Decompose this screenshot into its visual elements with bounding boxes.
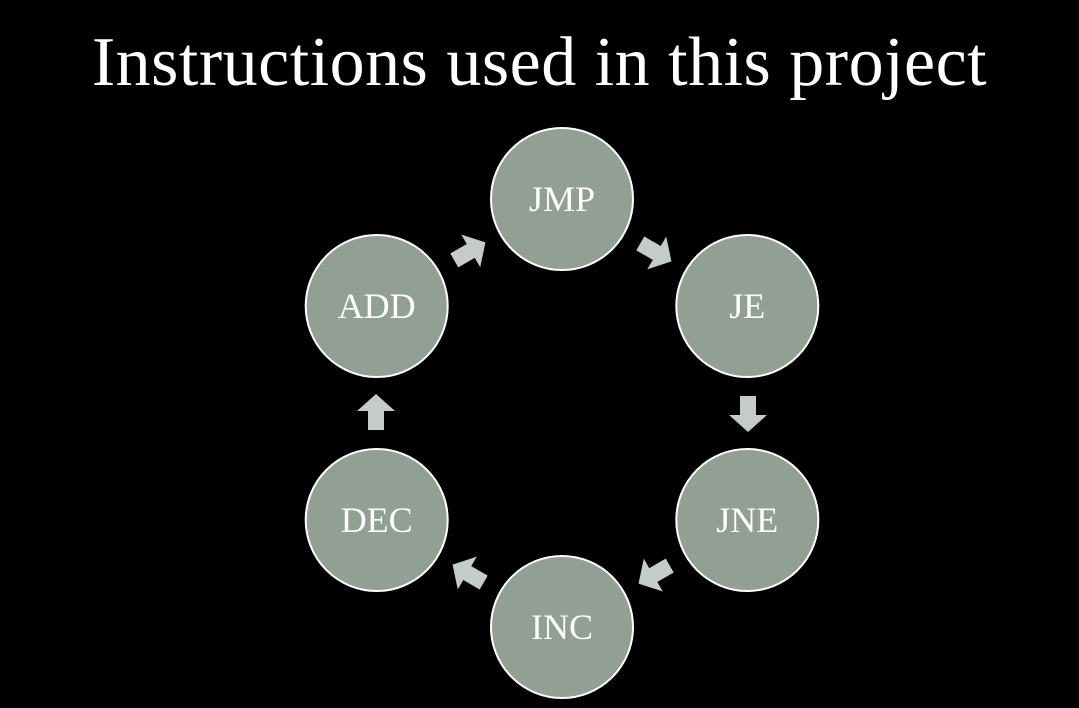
cycle-arrow-icon bbox=[450, 234, 486, 268]
cycle-node-label: JNE bbox=[716, 500, 778, 540]
cycle-node-label: JMP bbox=[529, 179, 595, 219]
cycle-arrow-icon bbox=[638, 558, 674, 592]
cycle-node-dec: DEC bbox=[304, 448, 449, 592]
cycle-node-label: DEC bbox=[341, 500, 413, 540]
cycle-arrow-icon bbox=[636, 236, 672, 270]
cycle-node-jne: JNE bbox=[675, 448, 820, 592]
cycle-node-circle bbox=[304, 234, 449, 378]
cycle-nodes: JMP JE JNE INC DEC ADD bbox=[304, 127, 820, 699]
cycle-node-je: JE bbox=[675, 234, 820, 378]
cycle-arrow-icon bbox=[729, 396, 767, 432]
cycle-arrow-icon bbox=[452, 556, 488, 590]
cycle-arrows bbox=[357, 234, 767, 592]
cycle-arrow-icon bbox=[357, 394, 395, 430]
cycle-node-label: JE bbox=[729, 286, 765, 326]
cycle-node-circle bbox=[675, 448, 820, 592]
cycle-node-label: INC bbox=[531, 607, 593, 647]
cycle-node-inc: INC bbox=[490, 555, 634, 699]
slide-title: Instructions used in this project bbox=[91, 24, 988, 101]
cycle-node-add: ADD bbox=[304, 234, 449, 378]
cycle-node-circle bbox=[490, 555, 634, 699]
cycle-node-circle bbox=[675, 234, 820, 378]
cycle-node-label: ADD bbox=[338, 286, 416, 326]
cycle-node-circle bbox=[304, 448, 449, 592]
cycle-node-jmp: JMP bbox=[490, 127, 634, 271]
cycle-node-circle bbox=[490, 127, 634, 271]
